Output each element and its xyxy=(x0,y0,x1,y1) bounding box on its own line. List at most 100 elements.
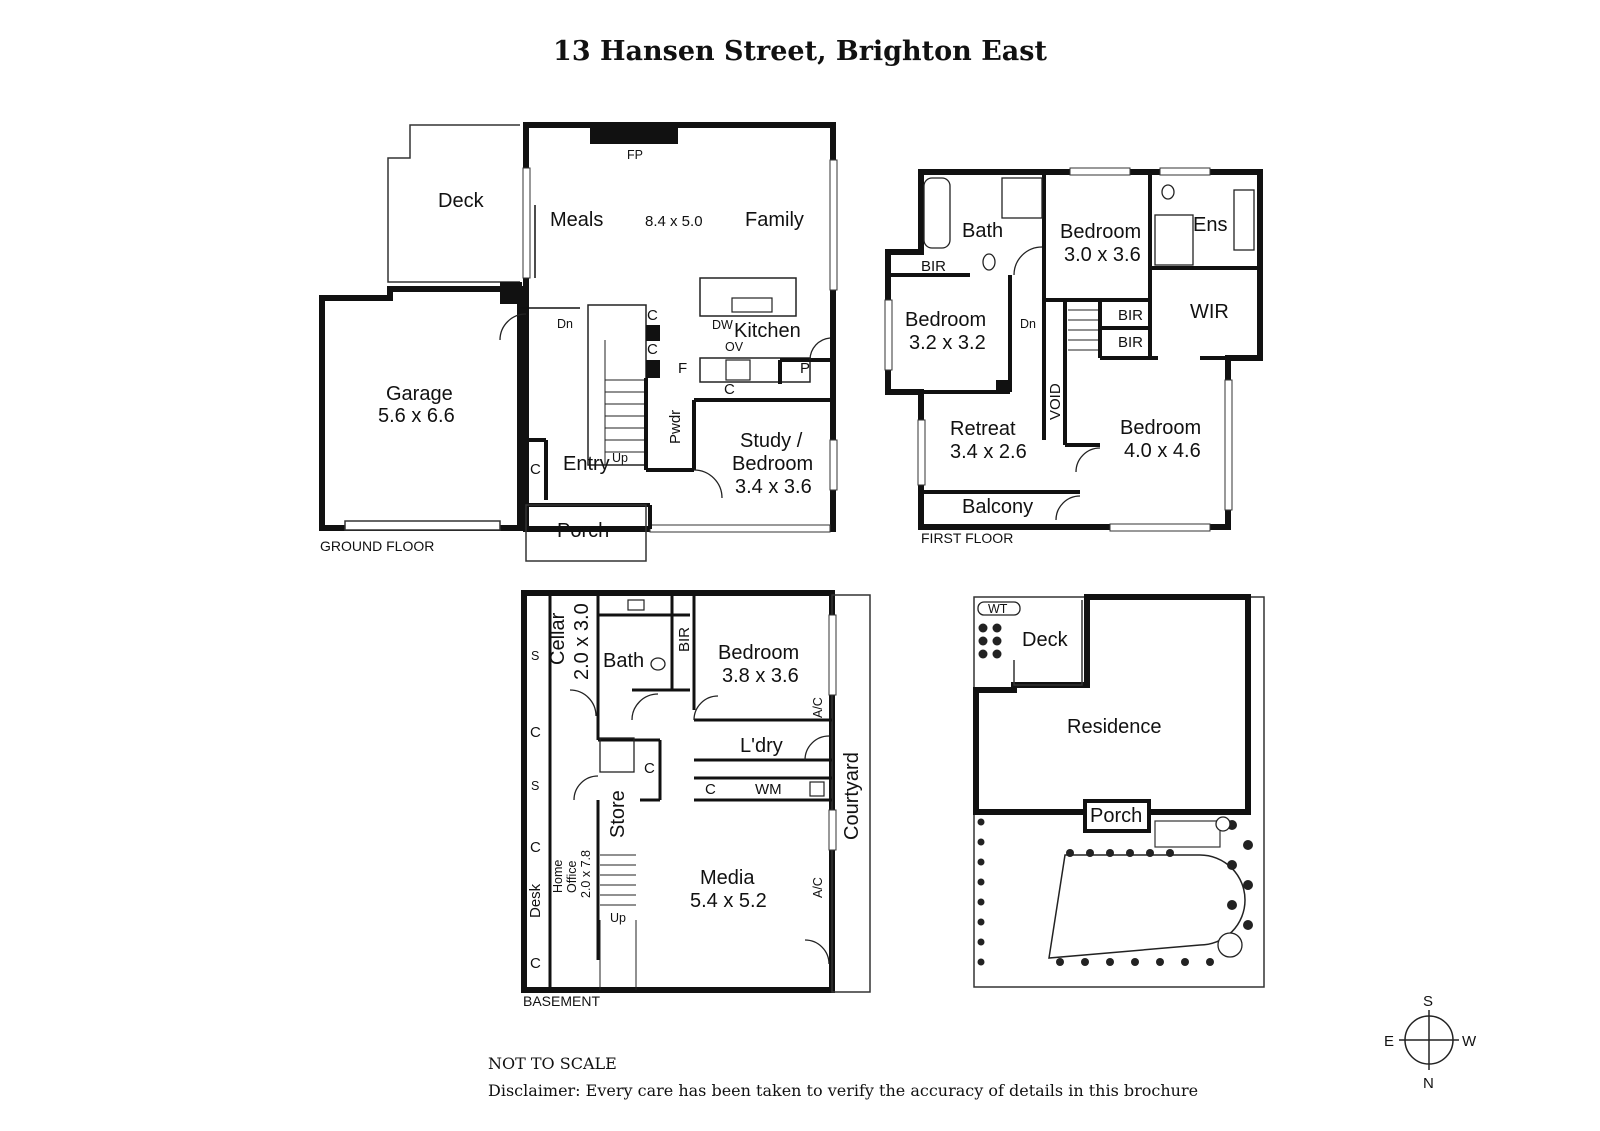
bedroom-dims: 3.8 x 3.6 xyxy=(722,665,799,687)
bir-label: BIR xyxy=(1118,307,1143,324)
up-label: Up xyxy=(610,911,626,925)
window xyxy=(917,419,926,486)
kitchen-bench xyxy=(699,357,811,383)
media-dims: 5.4 x 5.2 xyxy=(690,890,767,912)
door-swing xyxy=(569,689,597,717)
porch-outline xyxy=(1083,799,1151,833)
door-swing xyxy=(804,939,830,965)
window xyxy=(828,614,837,696)
bath-label: Bath xyxy=(962,220,1003,242)
ground-floor-plan: Deck Meals 8.4 x 5.0 Family FP Garage 5.… xyxy=(319,122,838,562)
bedroom-dims: 3.0 x 3.6 xyxy=(1064,244,1141,266)
cupboard-label: C xyxy=(530,724,541,741)
cupboard-label: C xyxy=(647,307,658,324)
deck-label: Deck xyxy=(1022,629,1069,651)
ac-label: A/C xyxy=(811,877,825,898)
fireplace xyxy=(590,122,678,144)
basement-label: BASEMENT xyxy=(523,993,600,1009)
deck-outline xyxy=(1013,600,1083,686)
bir-label: BIR xyxy=(676,627,693,652)
retreat-dims: 3.4 x 2.6 xyxy=(950,441,1027,463)
window xyxy=(522,167,531,279)
kitchen-label: Kitchen xyxy=(734,320,801,342)
planter-shrubs xyxy=(978,623,1002,659)
basin xyxy=(627,599,645,611)
pantry-label: P xyxy=(800,360,810,377)
shelf-label: S xyxy=(531,779,539,793)
garage-door-frame xyxy=(344,520,501,531)
ground-floor-label: GROUND FLOOR xyxy=(320,538,434,554)
site-boundary xyxy=(973,596,1265,988)
door-swing xyxy=(1075,447,1101,473)
door-swing xyxy=(809,337,831,361)
retreat-label: Retreat xyxy=(950,418,1016,440)
pwdr-label: Pwdr xyxy=(667,410,684,444)
window xyxy=(1159,167,1211,176)
bathtub xyxy=(923,177,951,249)
deck-outline xyxy=(387,124,520,283)
porch-label: Porch xyxy=(557,520,609,542)
entry-label: Entry xyxy=(563,453,610,475)
cupboard-label: C xyxy=(724,381,735,398)
meals-label: Meals xyxy=(550,209,603,231)
garage-label: Garage xyxy=(386,383,453,405)
washing-machine xyxy=(809,781,825,797)
site-plan: WT Deck Residence Porch xyxy=(973,594,1265,988)
bir-label: BIR xyxy=(1118,334,1143,351)
courtyard-outline xyxy=(831,594,871,993)
home-office-label: Home xyxy=(551,860,565,893)
desk-label: Desk xyxy=(527,883,544,918)
home-office-label-2: Office xyxy=(565,861,579,893)
toilet xyxy=(982,253,996,271)
window xyxy=(829,439,838,491)
void-label: VOID xyxy=(1047,383,1064,420)
toilet xyxy=(1161,184,1175,200)
compass-s: S xyxy=(1423,993,1433,1010)
deck-label: Deck xyxy=(438,190,485,212)
meals-dims: 8.4 x 5.0 xyxy=(645,213,703,230)
wir-label: WIR xyxy=(1190,301,1229,323)
garage-dims: 5.6 x 6.6 xyxy=(378,405,455,427)
study-label: Study / xyxy=(740,430,803,452)
cupboard-label: C xyxy=(530,839,541,856)
bath-label: Bath xyxy=(603,650,644,672)
toilet xyxy=(650,657,666,671)
first-floor-label: FIRST FLOOR xyxy=(921,530,1013,546)
cupboard-label: C xyxy=(647,341,658,358)
disclaimer-note: Disclaimer: Every care has been taken to… xyxy=(488,1081,1199,1100)
not-to-scale-note: NOT TO SCALE xyxy=(488,1054,617,1073)
column xyxy=(500,282,522,304)
cellar-label: Cellar xyxy=(547,612,569,665)
residence-label: Residence xyxy=(1067,716,1162,738)
compass-n: N xyxy=(1423,1075,1434,1092)
courtyard-label: Courtyard xyxy=(841,752,863,840)
door-swing xyxy=(693,695,719,721)
shower xyxy=(1001,177,1043,219)
compass: S E W N xyxy=(1384,993,1477,1092)
basement-plan: Cellar 2.0 x 3.0 S C S C Desk C Home Off… xyxy=(521,590,871,1009)
cooktop xyxy=(725,359,751,381)
lawn-outline xyxy=(1048,854,1246,959)
media-label: Media xyxy=(700,867,755,889)
bedroom-dims: 3.2 x 3.2 xyxy=(909,332,986,354)
wm-label: WM xyxy=(755,781,782,798)
cupboard-label: C xyxy=(705,781,716,798)
bedroom-label: Bedroom xyxy=(718,642,799,664)
shelf-label: S xyxy=(531,649,539,663)
dn-label: Dn xyxy=(557,317,573,331)
door-swing xyxy=(631,693,659,721)
first-floor-plan: Bath BIR Bedroom 3.0 x 3.6 Ens WIR BIR B… xyxy=(884,167,1263,546)
bir-label: BIR xyxy=(921,258,946,275)
compass-e: E xyxy=(1384,1033,1394,1050)
f-label: F xyxy=(678,360,687,377)
tree xyxy=(1217,932,1243,958)
first-floor-walls xyxy=(885,169,1263,530)
tree xyxy=(1215,816,1231,832)
vanity xyxy=(1233,189,1255,251)
bedroom-label: Bedroom xyxy=(905,309,986,331)
kitchen-island xyxy=(699,277,797,317)
study-label-2: Bedroom xyxy=(732,453,813,475)
stairs xyxy=(587,304,647,466)
pillar xyxy=(646,325,660,341)
pillar xyxy=(996,380,1008,392)
